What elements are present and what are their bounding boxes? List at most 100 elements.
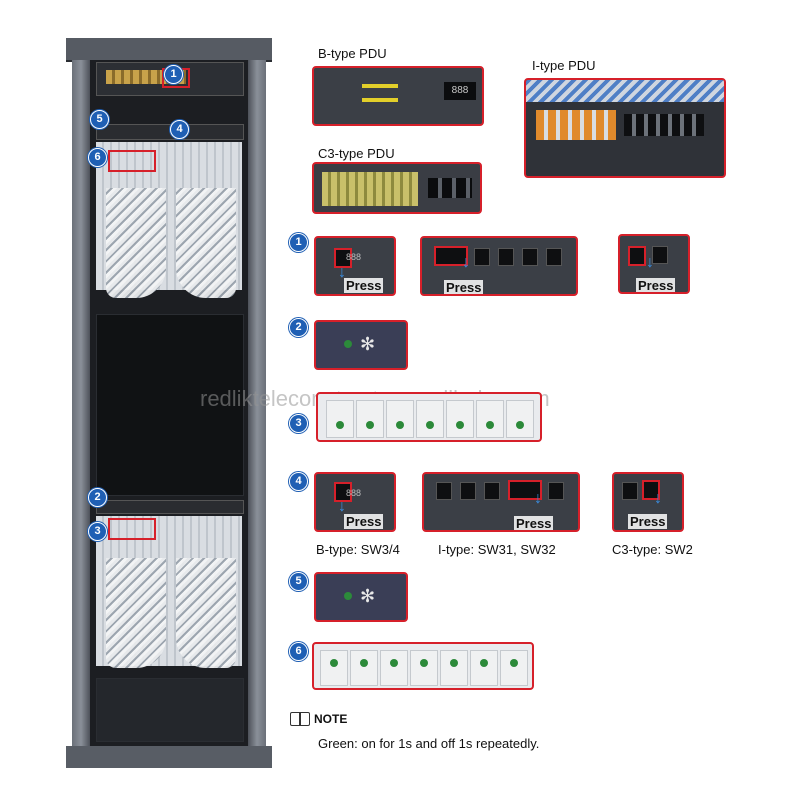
b-type-pdu-label: B-type PDU — [318, 46, 387, 61]
note-title: NOTE — [314, 712, 348, 726]
step1-i-type-switch-c — [498, 248, 514, 266]
cabinet-badge-5: 5 — [90, 110, 109, 129]
c3-type-pdu-image — [312, 162, 482, 214]
step6-board-2-led — [360, 659, 368, 667]
step3-board-5 — [446, 400, 474, 438]
cabinet-photo: 1 5 4 6 2 3 — [66, 38, 272, 768]
step1-c3-type-switch — [628, 246, 646, 266]
cabinet-top — [66, 38, 272, 62]
step6-board-7 — [500, 650, 528, 686]
cabinet-fan-tray-bottom — [96, 500, 244, 514]
b-type-pdu-yellow-bar-1 — [362, 84, 398, 88]
step6-board-1 — [320, 650, 348, 686]
step6-board-row-image — [312, 642, 534, 690]
step3-board-row-image — [316, 392, 542, 442]
step6-board-2 — [350, 650, 378, 686]
step-badge-2: 2 — [289, 318, 308, 337]
step1-i-type-press-arrow-icon: ↓ — [462, 254, 470, 271]
c3-type-pdu-label: C3-type PDU — [318, 146, 395, 161]
step1-i-type-switch-d — [522, 248, 538, 266]
step3-board-2 — [356, 400, 384, 438]
cabinet-badge-1: 1 — [164, 65, 183, 84]
step4-c3-type-switch-sw2 — [642, 480, 660, 500]
step3-board-1 — [326, 400, 354, 438]
step2-fan-panel-image: ✻ — [314, 320, 408, 370]
step1-c3-type-press-label: Press — [636, 278, 676, 293]
cable-tray — [96, 678, 244, 742]
step6-board-3 — [380, 650, 408, 686]
step3-board-6-led — [486, 421, 494, 429]
step4-b-type-switch — [334, 482, 352, 502]
step3-board-2-led — [366, 421, 374, 429]
step3-board-6 — [476, 400, 504, 438]
step1-b-type-press-arrow-icon: ↓ — [338, 264, 346, 281]
step1-i-type-switch-e — [546, 248, 562, 266]
b-type-pdu-image: 888 — [312, 66, 484, 126]
step4-i-type-press-arrow-icon: ↓ — [534, 490, 542, 507]
cabinet-right-door-frame — [248, 60, 266, 760]
cabinet-badge-4: 4 — [170, 120, 189, 139]
lower-cables-left — [106, 558, 166, 668]
step6-board-1-led — [330, 659, 338, 667]
step3-board-4 — [416, 400, 444, 438]
step6-board-4 — [410, 650, 438, 686]
cabinet-badge-3: 3 — [88, 522, 107, 541]
step4-b-type-press-arrow-icon: ↓ — [338, 498, 346, 515]
step4-c3-type-press-arrow-icon: ↓ — [654, 490, 662, 507]
cabinet-highlight-lower-boards — [108, 518, 156, 540]
step-badge-5: 5 — [289, 572, 308, 591]
step4-c3-type-caption: C3-type: SW2 — [612, 542, 693, 557]
step4-c3-type-switch-image: ↓ Press — [612, 472, 684, 532]
step1-b-type-display: 888 — [346, 252, 362, 262]
step1-i-type-switch — [434, 246, 468, 266]
cabinet-highlight-upper-boards — [108, 150, 156, 172]
empty-middle-bay — [96, 314, 244, 496]
cabinet-badge-2: 2 — [88, 488, 107, 507]
c3-type-pdu-switches — [428, 178, 472, 198]
step1-c3-type-press-arrow-icon: ↓ — [646, 254, 654, 271]
step4-i-type-switch-b — [460, 482, 476, 500]
step4-i-type-switch-sw31-sw32 — [508, 480, 542, 500]
step1-i-type-switch-b — [474, 248, 490, 266]
step4-c3-type-press-label: Press — [628, 514, 668, 529]
step5-fan-panel-image: ✻ — [314, 572, 408, 622]
upper-cables-right — [176, 188, 236, 298]
step2-status-led — [344, 340, 352, 348]
i-type-pdu-switches — [624, 114, 704, 136]
c3-type-pdu-terminals — [322, 172, 418, 206]
note-book-icon — [290, 712, 310, 726]
step4-i-type-switch-d — [548, 482, 564, 500]
i-type-pdu-image — [524, 78, 726, 178]
step6-board-4-led — [420, 659, 428, 667]
step5-status-led — [344, 592, 352, 600]
step6-board-5 — [440, 650, 468, 686]
step4-b-type-caption: B-type: SW3/4 — [316, 542, 400, 557]
step4-i-type-caption: I-type: SW31, SW32 — [438, 542, 556, 557]
step4-b-type-press-label: Press — [344, 514, 384, 529]
step-badge-6: 6 — [289, 642, 308, 661]
cabinet-left-door-frame — [72, 60, 90, 760]
note-text: Green: on for 1s and off 1s repeatedly. — [318, 736, 540, 751]
fan-icon: ✻ — [360, 586, 376, 606]
step1-b-type-press-label: Press — [344, 278, 384, 293]
i-type-pdu-cables — [526, 80, 724, 102]
step6-board-5-led — [450, 659, 458, 667]
step4-i-type-switch-image: ↓ Press — [422, 472, 580, 532]
step3-board-3 — [386, 400, 414, 438]
step1-i-type-switch-image: ↓ Press — [420, 236, 578, 296]
step4-b-type-switch-image: 888 ↓ Press — [314, 472, 396, 532]
step1-b-type-switch — [334, 248, 352, 268]
step4-i-type-switch-c — [484, 482, 500, 500]
i-type-pdu-breakers — [536, 110, 616, 140]
step3-board-4-led — [426, 421, 434, 429]
step3-board-3-led — [396, 421, 404, 429]
b-type-pdu-display: 888 — [444, 82, 476, 100]
step-badge-3: 3 — [289, 414, 308, 433]
step4-c3-type-switch-a — [622, 482, 638, 500]
step6-board-3-led — [390, 659, 398, 667]
lower-cables-right — [176, 558, 236, 668]
step3-board-7-led — [516, 421, 524, 429]
i-type-pdu-label: I-type PDU — [532, 58, 596, 73]
step1-b-type-switch-image: 888 ↓ Press — [314, 236, 396, 296]
step6-board-6-led — [480, 659, 488, 667]
